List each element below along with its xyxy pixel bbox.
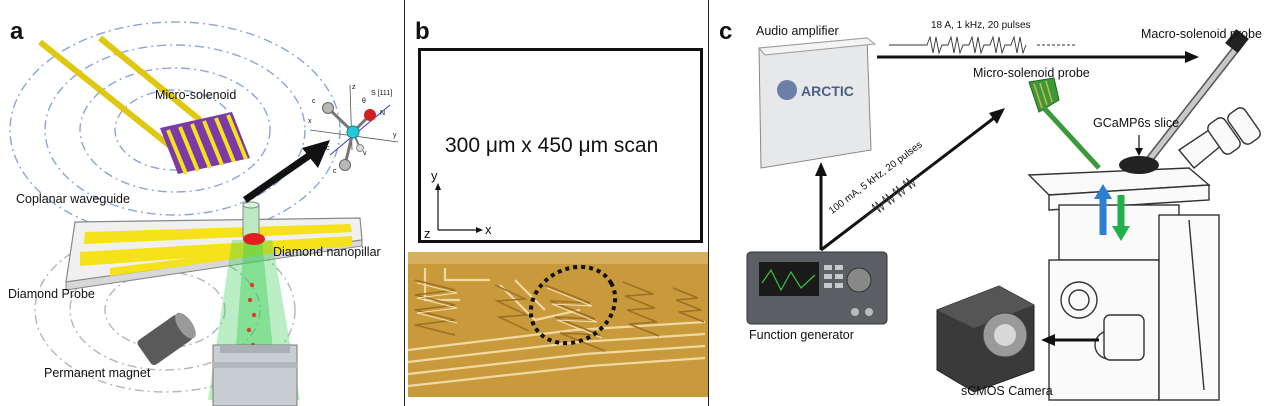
micro-solenoid-base	[160, 112, 250, 174]
panel-c: ARCTIC	[709, 0, 1268, 406]
diamond-probe-label: Diamond Probe	[8, 287, 95, 301]
nv-c1-label: c	[312, 98, 316, 105]
panel-b-graphics	[407, 183, 708, 397]
zoom-arrow-head	[302, 140, 330, 168]
nv-v-label: v	[363, 150, 367, 157]
function-generator-label: Function generator	[749, 328, 854, 342]
panel-b-letter: b	[415, 18, 430, 45]
pulse-train-diagonal	[865, 164, 935, 217]
objective-lens	[212, 344, 298, 406]
panel-c-graphics: ARCTIC	[746, 28, 1261, 401]
scmos-camera-label: sCMOS Camera	[961, 384, 1053, 398]
inverted-microscope	[1027, 107, 1261, 401]
amplifier-brand: ARCTIC	[801, 83, 854, 99]
divider-a-b	[404, 0, 405, 406]
panel-a-letter: a	[10, 18, 24, 45]
solenoid-leads	[38, 35, 202, 153]
gcamp6s-slice-tissue	[1119, 156, 1159, 174]
micro-solenoid-probe	[1028, 77, 1101, 170]
nv-axis-label: S [111]	[371, 90, 393, 97]
nv-x-label: x	[308, 118, 312, 125]
nv-z-label: z	[352, 84, 356, 91]
panel-b: b 300 μm x 450 μm scan	[405, 0, 708, 406]
axis-x-label: x	[485, 222, 492, 237]
arrow-to-micro-probe	[989, 108, 1005, 124]
divider-b-c	[708, 0, 709, 406]
pulse-top-label: 18 A, 1 kHz, 20 pulses	[931, 20, 1031, 31]
scmos-camera	[936, 285, 1035, 393]
panel-a-illustration	[9, 21, 399, 406]
permanent-magnet-label: Permanent magnet	[44, 366, 151, 380]
nv-n-label: N	[380, 110, 386, 117]
micro-solenoid-coils	[166, 114, 248, 175]
panel-c-letter: c	[719, 18, 733, 45]
function-generator	[746, 251, 888, 325]
diamond-nanopillar-label: Diamond nanopillar	[273, 245, 381, 259]
nv-center-diagram	[309, 84, 399, 171]
chip-micrograph	[407, 252, 708, 397]
diamond-nanopillar	[242, 204, 260, 238]
nv-y-label: y	[393, 132, 397, 139]
arrow-to-macro-probe	[1185, 51, 1199, 63]
nv-c2-label: c	[333, 168, 337, 175]
nanopillar-spot	[243, 233, 265, 245]
micro-solenoid-probe-label: Micro-solenoid probe	[973, 66, 1090, 80]
zoom-arrow-line	[243, 152, 312, 203]
nv-theta-label: θ	[362, 98, 366, 105]
panel-a: a Micro-solenoid Coplanar waveguide Diam…	[0, 0, 404, 406]
permanent-magnet	[137, 312, 196, 366]
coplanar-waveguide-label: Coplanar waveguide	[16, 192, 130, 206]
nv-c3-label: c	[326, 145, 330, 152]
highlight-ring	[528, 264, 618, 346]
arrow-to-amplifier	[815, 162, 827, 176]
micro-solenoid-label: Micro-solenoid	[155, 88, 237, 102]
scan-size-label: 300 μm x 450 μm scan	[445, 134, 659, 157]
axis-y-label: y	[431, 168, 438, 183]
arrow-to-camera	[1041, 334, 1055, 346]
pulse-train-top	[889, 35, 1027, 55]
axis-z-label: z	[424, 226, 431, 241]
gcamp6s-slice-label: GCaMP6s slice	[1093, 116, 1180, 130]
macro-solenoid-probe-label: Macro-solenoid probe	[1141, 27, 1262, 41]
scan-area-box	[418, 48, 703, 243]
audio-amplifier-label: Audio amplifier	[756, 24, 839, 38]
audio-amplifier: ARCTIC	[757, 37, 877, 169]
coplanar-waveguide	[80, 224, 352, 276]
